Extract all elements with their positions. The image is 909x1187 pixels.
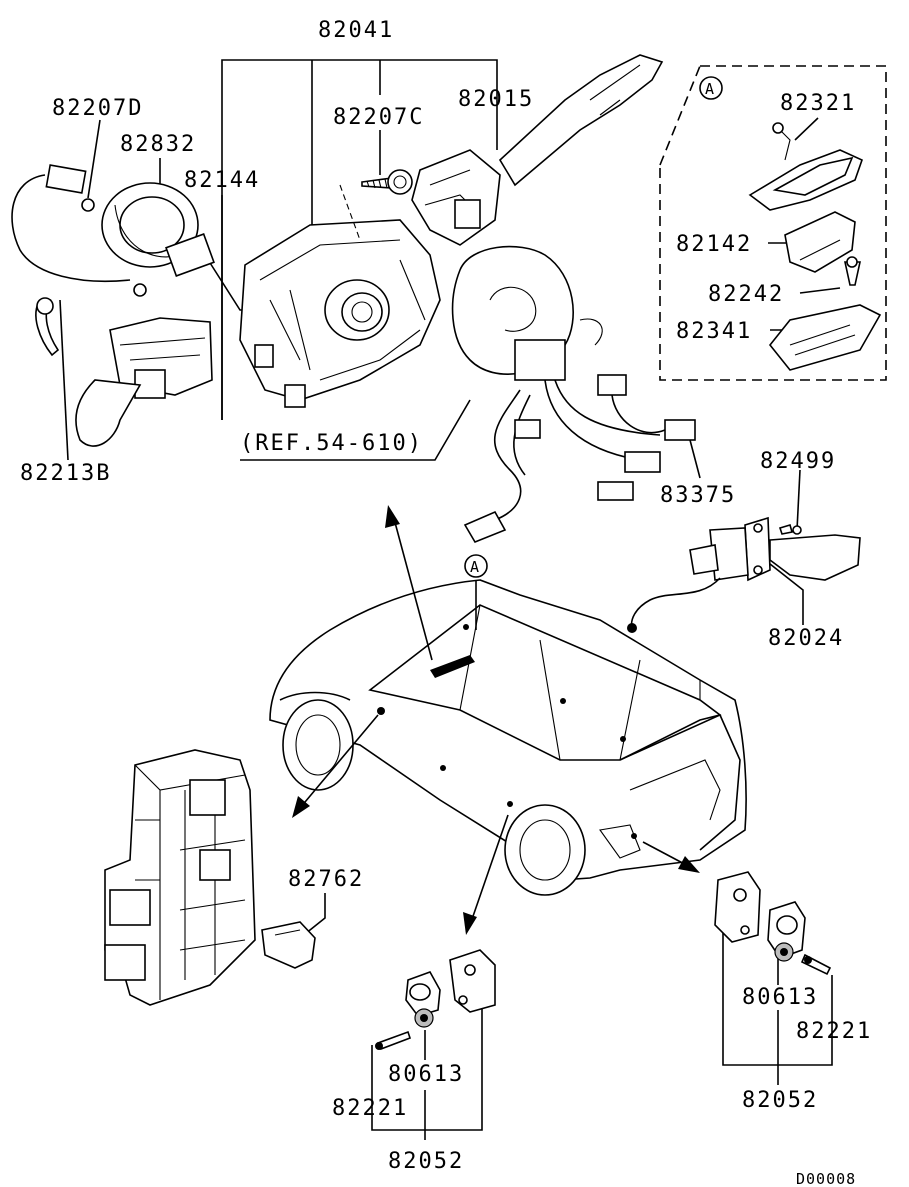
label-82024: 82024	[768, 626, 844, 651]
label-82207D: 82207D	[52, 96, 143, 121]
label-82341: 82341	[676, 319, 752, 344]
label-83375: 83375	[660, 483, 736, 508]
detail-a-parts	[748, 122, 882, 371]
label-82832: 82832	[120, 132, 196, 157]
label-ref-54-610: (REF.54-610)	[240, 431, 423, 456]
label-80613-right: 80613	[742, 985, 818, 1010]
label-82144: 82144	[184, 168, 260, 193]
sensor-82024	[627, 516, 861, 633]
label-82015: 82015	[458, 87, 534, 112]
label-82242: 82242	[708, 282, 784, 307]
clock-spring-harness	[11, 164, 215, 297]
vehicle-outline: A	[269, 554, 747, 896]
callout-labels: 82041 82207D 82207C 82015 82832 82144 82…	[20, 18, 872, 1187]
left-stalk-switch	[35, 297, 213, 447]
label-82207C: 82207C	[333, 105, 424, 130]
label-82142: 82142	[676, 232, 752, 257]
label-82321: 82321	[780, 91, 856, 116]
label-82041: 82041	[318, 18, 394, 43]
direction-arrows	[292, 505, 700, 935]
detail-a-box-marker: A	[705, 80, 715, 98]
label-82052-right: 82052	[742, 1088, 818, 1113]
label-82762: 82762	[288, 867, 364, 892]
door-switch-left	[375, 949, 496, 1051]
label-82213B: 82213B	[20, 461, 111, 486]
leader-lines	[59, 59, 841, 1140]
door-switch-right	[714, 871, 832, 976]
label-82221-right: 82221	[796, 1019, 872, 1044]
drawing-code: D00008	[796, 1170, 856, 1187]
screw-82207C	[361, 169, 413, 195]
label-82052-left: 82052	[388, 1149, 464, 1174]
clock-spring-wiring	[451, 245, 696, 543]
detail-a-box: A	[659, 65, 887, 381]
right-stalk-switch	[411, 54, 664, 246]
label-80613-left: 80613	[388, 1062, 464, 1087]
junction-block	[104, 749, 316, 1006]
column-switch-body	[239, 184, 441, 408]
label-82499: 82499	[760, 449, 836, 474]
label-82221-left: 82221	[332, 1096, 408, 1121]
detail-a-car-marker: A	[470, 558, 480, 576]
